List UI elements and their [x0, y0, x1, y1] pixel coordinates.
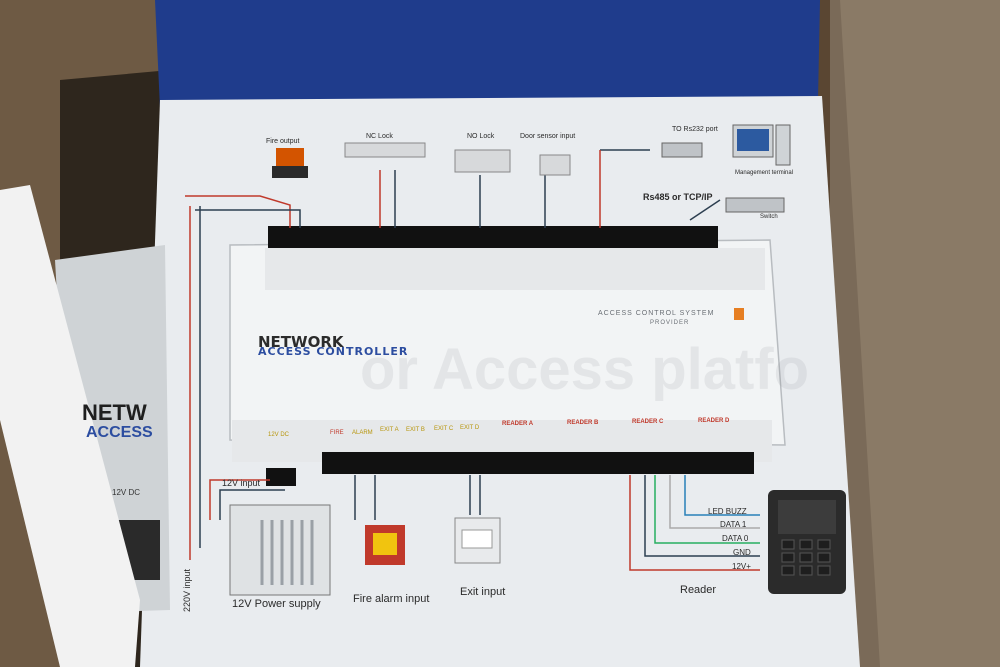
foam-sheet [0, 185, 140, 667]
brand-tag [734, 308, 744, 320]
rs232-label: TO Rs232 port [672, 126, 718, 133]
header-reader-c: READER C [632, 419, 664, 425]
header-exit-c: EXIT C [434, 426, 454, 432]
label-data0: DATA 0 [722, 534, 749, 543]
header-12v-dc: 12V DC [268, 432, 290, 438]
title-network: NETWORK [258, 333, 344, 351]
label-led-buzz: LED BUZZ [708, 507, 747, 516]
brand-top: ACCESS CONTROL SYSTEM [598, 310, 715, 317]
nc-lock-label: NC Lock [366, 133, 393, 140]
rs485-label: Rs485 or TCP/IP [643, 192, 713, 202]
header-alarm: ALARM [352, 430, 373, 436]
title-access-controller: ACCESS CONTROLLER [258, 345, 409, 358]
label-exit-input: Exit input [460, 586, 506, 598]
power-supply-unit [229, 504, 331, 596]
label-data1: DATA 1 [720, 520, 747, 529]
fire-beacon [276, 148, 304, 168]
side-subtitle: ACCESS [86, 424, 153, 441]
header-exit-d: EXIT D [460, 425, 480, 431]
header-reader-b: READER B [567, 420, 599, 426]
label-fire-alarm: Fire alarm input [353, 593, 430, 605]
watermark: or Access platfo [360, 337, 810, 402]
header-exit-a: EXIT A [380, 427, 399, 433]
header-reader-a: READER A [502, 421, 534, 427]
side-dc: 12V DC [112, 488, 141, 497]
nc-lock [344, 142, 426, 158]
header-reader-d: READER D [698, 418, 730, 424]
computer-tower [775, 124, 791, 166]
wiring [185, 149, 760, 571]
door-sensor [539, 154, 571, 176]
label-power-supply: 12V Power supply [232, 598, 321, 610]
header-exit-b: EXIT B [406, 427, 425, 433]
label-12v-plus: 12V+ [732, 562, 751, 571]
no-lock [454, 149, 511, 173]
label-reader: Reader [680, 584, 717, 596]
label-12v-input: 12V input [222, 478, 261, 488]
mgmt-terminal-label: Management terminal [735, 170, 794, 176]
side-title: NETW [82, 400, 147, 425]
label-220v-input: 220V input [182, 568, 192, 612]
header-fire: FIRE [330, 430, 344, 436]
label-gnd: GND [733, 548, 751, 557]
controller-top-rail [265, 248, 765, 290]
bottom-terminal-left [266, 468, 296, 486]
top-terminal-block [268, 226, 718, 248]
no-lock-label: NO Lock [467, 133, 495, 140]
switch-label: Switch [760, 214, 778, 220]
rs232-connector [661, 142, 703, 158]
bottom-terminal-main [322, 452, 754, 474]
network-switch [725, 197, 785, 213]
brand-bottom: PROVIDER [650, 320, 690, 326]
cardboard-flap [840, 0, 1000, 667]
manual-blue-header [155, 0, 820, 108]
fire-output-label: Fire output [266, 138, 300, 145]
door-sensor-label: Door sensor input [520, 133, 576, 140]
